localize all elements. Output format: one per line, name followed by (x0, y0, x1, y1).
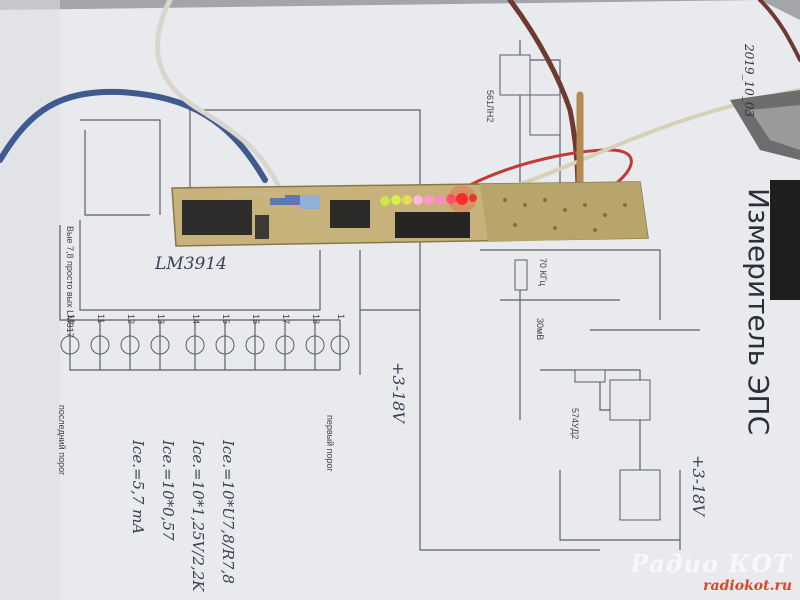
led-bar (380, 185, 477, 213)
led-num: 18 (311, 314, 321, 325)
label-first-porog: первый порог (325, 415, 335, 472)
wires (0, 0, 800, 203)
title-label: Измеритель ЭПС (742, 188, 775, 436)
watermark-url: radiokot.ru (703, 578, 792, 594)
pcb-board (171, 181, 649, 247)
label-last-porog: последний порог (57, 405, 67, 476)
watermark-title: Радио КОТ (630, 549, 792, 578)
note-2: Ice.=10*1,25V/2,2K (189, 440, 207, 592)
led-num: 15 (221, 314, 231, 325)
date-label: 2019_10_03 (742, 44, 756, 118)
label-561: 561ЛН2 (485, 90, 495, 123)
led-num: 16 (251, 314, 261, 325)
note-1: Ice.=10*U7,8/R7,8 (219, 440, 237, 584)
led-num: 14 (191, 314, 201, 325)
watermark: Радио КОТ radiokot.ru (630, 549, 792, 594)
label-30mv: 30мВ (535, 318, 545, 341)
note-4: Ice.=5,7 mA (129, 440, 147, 535)
led-num: 17 (281, 314, 291, 325)
led-num: 13 (156, 314, 166, 325)
note-3: Ice.=10*0,57 (159, 440, 177, 541)
led-symbols (60, 335, 350, 355)
led-num: 10 (66, 314, 76, 325)
supply-left: +3-18V (389, 362, 408, 423)
led-num: 12 (126, 314, 136, 325)
label-70k: 70 КГц (538, 258, 548, 286)
alligator-clip (730, 90, 800, 300)
led-num: 1 (336, 314, 346, 320)
board-label: LM3914 (155, 254, 227, 274)
led-num: 11 (96, 314, 106, 324)
label-da2: 574УД2 (570, 408, 580, 440)
supply-right: +3-18V (689, 455, 708, 516)
